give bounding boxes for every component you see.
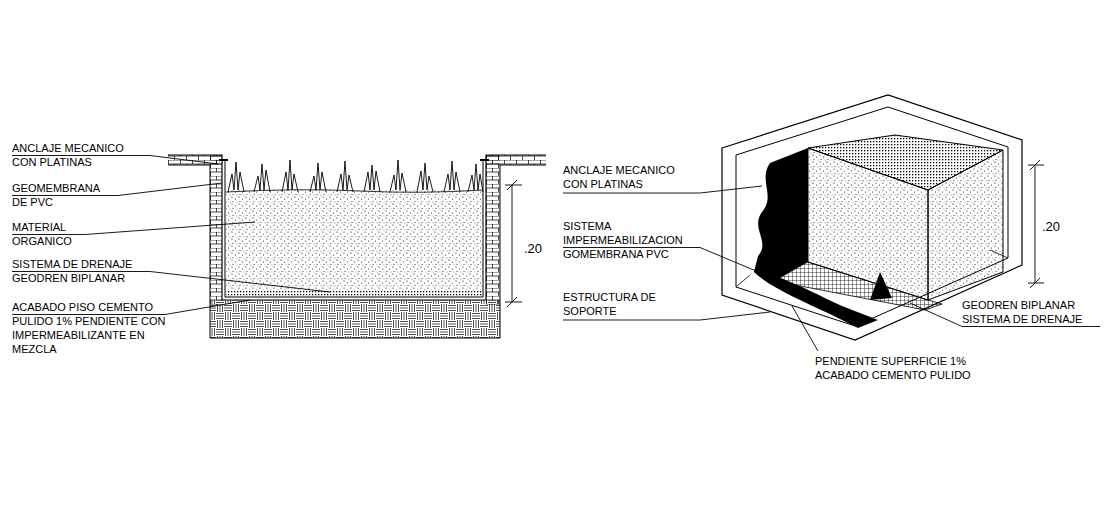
wall-right bbox=[486, 155, 500, 305]
callout-label: PENDIENTE SUPERFICIE 1% ACABADO CEMENTO … bbox=[815, 354, 993, 382]
callout-label: SISTEMA DE DRENAJE GEODREN BIPLANAR bbox=[12, 257, 150, 285]
section-view bbox=[168, 155, 546, 338]
callout-label: GEOMEMBRANA DE PVC bbox=[12, 181, 117, 209]
leader-line bbox=[792, 306, 818, 351]
geomembrane bbox=[225, 160, 483, 297]
callout-label: MATERIAL ORGANICO bbox=[12, 220, 92, 248]
dimension-line bbox=[1028, 160, 1044, 288]
left-face bbox=[808, 148, 928, 300]
leaders bbox=[12, 156, 1100, 352]
callout-label: ANCLAJE MECANICO CON PLATINAS bbox=[563, 163, 698, 191]
right-face bbox=[928, 150, 1003, 300]
organic-material bbox=[226, 190, 483, 290]
dimension-text: .20 bbox=[524, 241, 542, 257]
ground-top-right bbox=[486, 155, 546, 165]
callout-label: ANCLAJE MECANICO CON PLATINAS bbox=[12, 141, 147, 169]
floor-slab bbox=[210, 300, 500, 338]
drainage-layer bbox=[226, 290, 483, 297]
anchor-plate bbox=[219, 159, 489, 161]
callout-label: ACABADO PISO CEMENTO PULIDO 1% PENDIENTE… bbox=[12, 300, 177, 356]
wall-left bbox=[210, 155, 222, 305]
callout-label: ESTRUCTURA DE SOPORTE bbox=[563, 290, 673, 318]
dimension-text: .20 bbox=[1042, 219, 1060, 235]
callout-label: GEODREN BIPLANAR SISTEMA DE DRENAJE bbox=[962, 298, 1102, 326]
vegetation bbox=[228, 160, 483, 192]
dimension-line bbox=[505, 180, 522, 307]
structure-outline bbox=[168, 155, 546, 300]
callout-label: SISTEMA IMPERMEABILIZACION GOMEMBRANA PV… bbox=[563, 219, 695, 261]
